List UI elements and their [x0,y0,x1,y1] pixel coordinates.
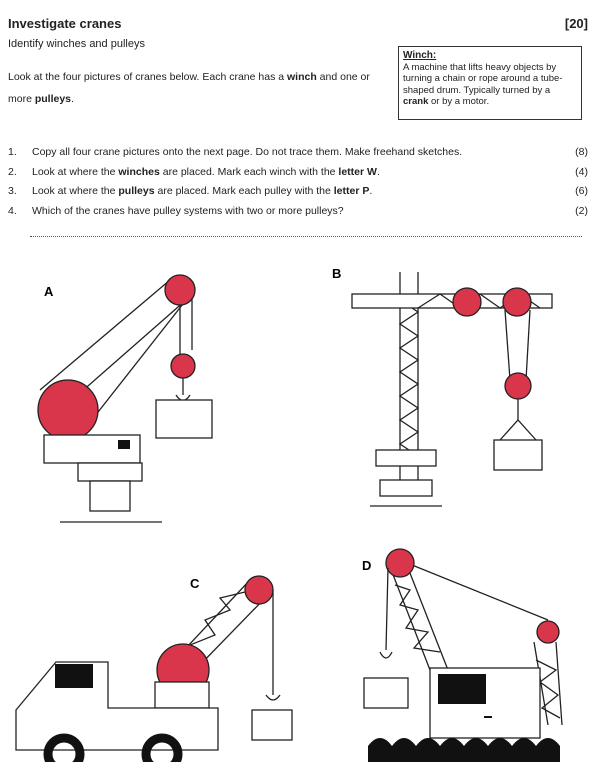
crane-illustrations: A B C [15,266,563,762]
question-marks: (2) [575,204,588,217]
intro-part-3: . [71,93,74,105]
crane-b: B [332,266,553,507]
question-text: Look at where the pulleys are placed. Ma… [32,185,372,197]
question-marks: (4) [575,165,588,178]
question-marks: (6) [575,185,588,197]
page-subtitle: Identify winches and pulleys [8,38,145,50]
question-number: 3. [8,185,17,197]
question-keyword: winches [118,165,160,178]
question-4: 4. Which of the cranes have pulley syste… [8,205,588,225]
pulley-icon [504,372,532,400]
crane-d: D [362,548,563,762]
winch-drum-icon [37,379,99,441]
load-box [155,399,213,439]
pulley-icon [502,287,532,317]
winch-definition-box: Winch: A machine that lifts heavy object… [398,46,582,120]
intro-text: Look at the four pictures of cranes belo… [8,66,393,110]
question-keyword: letter W [338,165,377,178]
winch-definition-2: or by a motor. [428,96,490,107]
intro-winch-word: winch [287,71,317,83]
question-text-part: . [376,165,380,178]
question-text-part: . [369,185,373,197]
load-box [251,709,293,741]
winch-definition-1: A machine that lifts heavy objects by tu… [403,61,563,96]
answer-line [30,236,582,237]
crane-c-label: C [190,576,200,591]
question-text: Look at where the winches are placed. Ma… [32,166,380,178]
question-keyword: pulleys [118,185,155,197]
pulley-icon [452,287,482,317]
winch-heading: Winch: [403,50,437,61]
question-2: 2. Look at where the winches are placed.… [8,166,588,186]
question-text-part: Look at where the [32,185,119,197]
load-box [493,439,543,471]
question-number: 1. [8,146,17,158]
intro-part-2: and one or more [8,71,370,105]
question-text-part: are placed. Mark each winch with the [159,165,339,178]
crane-d-label: D [362,558,371,573]
question-number: 4. [8,204,17,217]
total-marks: [20] [564,16,588,31]
pulley-icon [164,274,196,306]
question-text-part: Look at where the [32,165,119,178]
load-box [363,677,409,709]
winch-crank-word: crank [403,96,429,107]
pulley-icon [536,620,560,644]
question-text: Which of the cranes have pulley systems … [32,204,344,217]
crane-a-label: A [44,284,54,299]
pulley-icon [170,353,196,379]
question-marks: (8) [575,146,588,158]
crane-c: C [15,575,293,762]
question-1: 1. Copy all four crane pictures onto the… [8,146,588,166]
question-number: 2. [8,165,17,178]
question-text-part: are placed. Mark each pulley with the [154,185,334,197]
question-3: 3. Look at where the pulleys are placed.… [8,185,588,205]
question-text: Copy all four crane pictures onto the ne… [32,146,463,158]
crane-b-label: B [332,266,341,281]
pulley-icon [244,575,274,605]
intro-part-1: Look at the four pictures of cranes belo… [8,71,287,83]
crane-a: A [37,274,213,523]
intro-pulleys-word: pulleys [34,93,72,105]
question-list: 1. Copy all four crane pictures onto the… [8,146,588,224]
pulley-icon [385,548,415,578]
question-keyword: letter P [333,185,370,197]
page-title: Investigate cranes [8,16,122,31]
